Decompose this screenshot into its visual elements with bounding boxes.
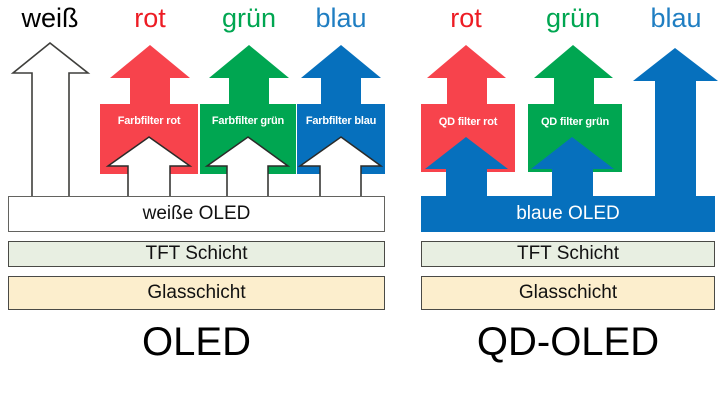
white-emission-arrow [10, 41, 91, 199]
layer-label-tft-left: TFT Schicht [145, 243, 248, 264]
green-emission-arrow-qd [534, 45, 613, 112]
layer-tft-left: TFT Schicht [8, 241, 385, 267]
layer-tft-right: TFT Schicht [421, 241, 715, 267]
emission-label-gruen-left: grün [221, 3, 277, 33]
layer-glass-right: Glasschicht [421, 276, 715, 310]
layer-label-weisse-oled: weiße OLED [142, 203, 251, 224]
blue-oled-layer [421, 196, 715, 232]
panel-title-oled: OLED [142, 320, 251, 364]
emission-label-blau-left: blau [315, 3, 367, 33]
emission-label-rot-left: rot [134, 3, 166, 33]
panel-title-qd-oled: QD-OLED [476, 320, 660, 364]
red-emission-arrow-qd [427, 45, 506, 112]
layer-glass-left: Glasschicht [8, 276, 385, 310]
layer-label-tft-right: TFT Schicht [516, 243, 620, 264]
emission-label-gruen-right: grün [545, 3, 601, 33]
blue-arrow-into-qd-green-filter [531, 137, 614, 200]
blue-emission-arrow-full-qd [633, 48, 718, 200]
emission-label-blau-right: blau [650, 3, 702, 33]
blue-arrow-into-qd-red-filter [425, 137, 508, 200]
layer-weisse-oled: weiße OLED [8, 196, 385, 232]
green-emission-arrow [209, 45, 289, 112]
red-emission-arrow [110, 45, 190, 112]
emission-label-weiss: weiß [21, 3, 79, 33]
emission-label-rot-right: rot [450, 3, 482, 33]
layer-label-glass-right: Glasschicht [518, 282, 618, 303]
layer-label-glass-left: Glasschicht [147, 282, 246, 303]
blue-emission-arrow-left [301, 45, 381, 112]
